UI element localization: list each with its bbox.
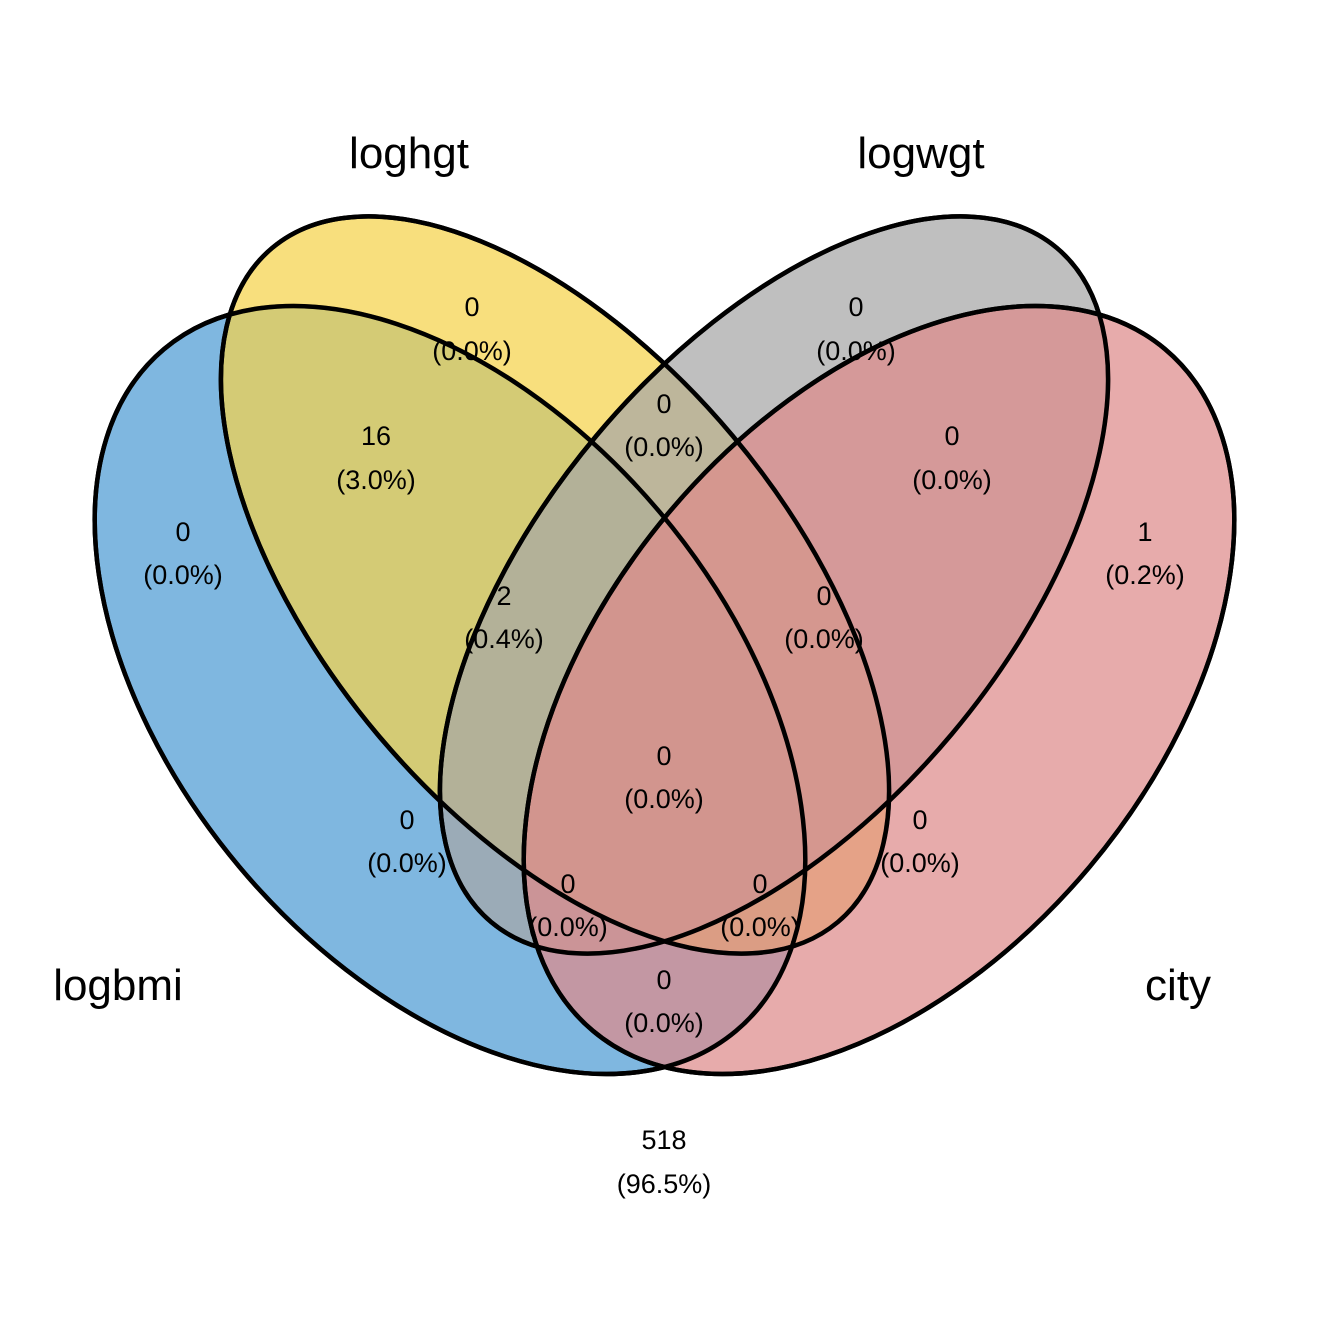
region-count-city-only: 1 — [1137, 517, 1152, 547]
set-label-loghgt: loghgt — [349, 129, 469, 178]
region-count-bmi-only: 0 — [175, 517, 190, 547]
region-percent-bmi-only: (0.0%) — [143, 560, 223, 590]
region-count-bmi-hgt: 16 — [361, 421, 391, 451]
region-count-hgt-city: 0 — [912, 805, 927, 835]
region-percent-bmi-hgt-city: (0.0%) — [720, 912, 800, 942]
outline-city — [521, 303, 1237, 1077]
region-percent-wgt-only: (0.0%) — [816, 336, 896, 366]
region-count-hgt-wgt-city: 0 — [816, 581, 831, 611]
region-percent-city-only: (0.2%) — [1105, 560, 1185, 590]
region-percent-hgt-only: (0.0%) — [432, 336, 512, 366]
region-percent-hgt-wgt-city: (0.0%) — [784, 624, 864, 654]
region-count-hgt-only: 0 — [464, 292, 479, 322]
region-labels: 0 (0.0%) 0 (0.0%) 0 (0.0%) 1 (0.2%) 16 (… — [143, 292, 1185, 1199]
outline-loghgt — [218, 214, 892, 956]
outline-logwgt — [437, 214, 1111, 956]
region-count-all-four: 0 — [656, 741, 671, 771]
region-percent-hgt-city: (0.0%) — [880, 848, 960, 878]
region-count-wgt-city: 0 — [944, 421, 959, 451]
region-count-bmi-wgt-city: 0 — [560, 869, 575, 899]
set-label-logwgt: logwgt — [857, 129, 984, 178]
region-percent-bmi-city: (0.0%) — [624, 1008, 704, 1038]
region-percent-none: (96.5%) — [617, 1169, 712, 1199]
set-label-city: city — [1145, 961, 1211, 1010]
region-percent-bmi-wgt-city: (0.0%) — [528, 912, 608, 942]
set-fills — [92, 214, 1237, 1077]
region-percent-bmi-hgt: (3.0%) — [336, 465, 416, 495]
region-percent-all-four: (0.0%) — [624, 784, 704, 814]
region-percent-hgt-wgt: (0.0%) — [624, 432, 704, 462]
region-count-bmi-city: 0 — [656, 965, 671, 995]
region-count-hgt-wgt: 0 — [656, 389, 671, 419]
region-count-bmi-wgt: 0 — [399, 805, 414, 835]
region-count-wgt-only: 0 — [848, 292, 863, 322]
region-count-bmi-hgt-city: 0 — [752, 869, 767, 899]
set-labels: logbmi loghgt logwgt city — [53, 129, 1211, 1010]
set-label-logbmi: logbmi — [53, 961, 183, 1010]
region-percent-bmi-hgt-wgt: (0.4%) — [464, 624, 544, 654]
region-percent-bmi-wgt: (0.0%) — [367, 848, 447, 878]
region-count-bmi-hgt-wgt: 2 — [496, 581, 511, 611]
region-percent-wgt-city: (0.0%) — [912, 465, 992, 495]
region-count-none: 518 — [641, 1125, 686, 1155]
